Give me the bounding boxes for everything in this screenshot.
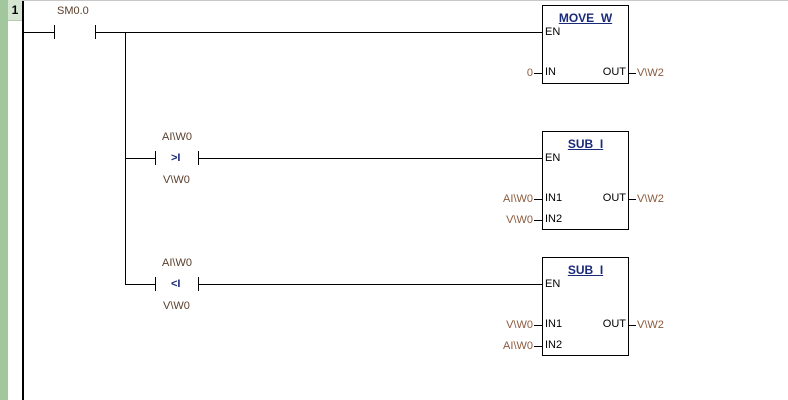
sub2-title: SUB_I bbox=[567, 263, 604, 277]
sub1-out-pin: OUT bbox=[602, 192, 626, 204]
sub1-en-pin: EN bbox=[545, 152, 561, 164]
move-in-pin: IN bbox=[545, 66, 556, 78]
wire-branch-to-gt bbox=[125, 158, 155, 159]
lt-right-bar bbox=[198, 277, 199, 291]
sub-i-box-1[interactable]: SUB_I EN IN1 IN2 OUT bbox=[542, 131, 629, 230]
top-divider bbox=[22, 0, 788, 1]
wire-lt-to-sub2 bbox=[199, 284, 542, 285]
power-rail bbox=[22, 1, 24, 400]
move-out-stub bbox=[628, 73, 636, 74]
move-in-value[interactable]: 0 bbox=[526, 67, 533, 79]
wire-gt-to-sub1 bbox=[199, 158, 542, 159]
gt-right-bar bbox=[198, 151, 199, 165]
contact-right-bar bbox=[95, 25, 96, 39]
sub1-in2-value[interactable]: V\W0 bbox=[506, 214, 533, 226]
sub2-in2-stub bbox=[534, 346, 542, 347]
wire-rail-to-contact bbox=[24, 32, 54, 33]
sub1-title: SUB_I bbox=[567, 137, 604, 151]
sub1-in2-stub bbox=[534, 220, 542, 221]
rung-number[interactable]: 1 bbox=[8, 0, 22, 21]
sub1-out-value[interactable]: V\W2 bbox=[637, 193, 664, 205]
sub2-in1-stub bbox=[534, 325, 542, 326]
sub1-in1-stub bbox=[534, 199, 542, 200]
gt-top-operand[interactable]: AI\W0 bbox=[162, 131, 192, 143]
move-w-box[interactable]: MOVE_W EN IN OUT bbox=[542, 5, 629, 84]
sub1-in1-pin: IN1 bbox=[545, 192, 563, 204]
move-en-pin: EN bbox=[545, 26, 561, 38]
move-out-value[interactable]: V\W2 bbox=[637, 67, 664, 79]
contact-left-bar bbox=[54, 25, 55, 39]
lt-operator: <I bbox=[171, 278, 181, 290]
sub1-in1-value[interactable]: AI\W0 bbox=[503, 193, 533, 205]
move-w-title: MOVE_W bbox=[558, 11, 613, 25]
sub2-in2-value[interactable]: AI\W0 bbox=[503, 340, 533, 352]
sub2-in1-value[interactable]: V\W0 bbox=[506, 319, 533, 331]
sub2-in1-pin: IN1 bbox=[545, 318, 563, 330]
sub2-out-stub bbox=[628, 325, 636, 326]
gt-operator: >I bbox=[171, 152, 181, 164]
wire-contact-to-move bbox=[96, 32, 542, 33]
gt-left-bar bbox=[155, 151, 156, 165]
move-out-pin: OUT bbox=[602, 66, 626, 78]
sub2-in2-pin: IN2 bbox=[545, 339, 563, 351]
sub2-out-pin: OUT bbox=[602, 318, 626, 330]
sub1-out-stub bbox=[628, 199, 636, 200]
sub2-en-pin: EN bbox=[545, 278, 561, 290]
sub2-out-value[interactable]: V\W2 bbox=[637, 319, 664, 331]
lt-bottom-operand[interactable]: V\W0 bbox=[163, 300, 190, 312]
left-margin-bar bbox=[0, 0, 8, 400]
wire-branch-to-lt bbox=[125, 284, 155, 285]
sub1-in2-pin: IN2 bbox=[545, 213, 563, 225]
lt-left-bar bbox=[155, 277, 156, 291]
contact-address[interactable]: SM0.0 bbox=[57, 5, 89, 17]
sub-i-box-2[interactable]: SUB_I EN IN1 IN2 OUT bbox=[542, 257, 629, 356]
gt-bottom-operand[interactable]: V\W0 bbox=[163, 174, 190, 186]
lt-top-operand[interactable]: AI\W0 bbox=[162, 257, 192, 269]
move-in-stub bbox=[534, 73, 542, 74]
